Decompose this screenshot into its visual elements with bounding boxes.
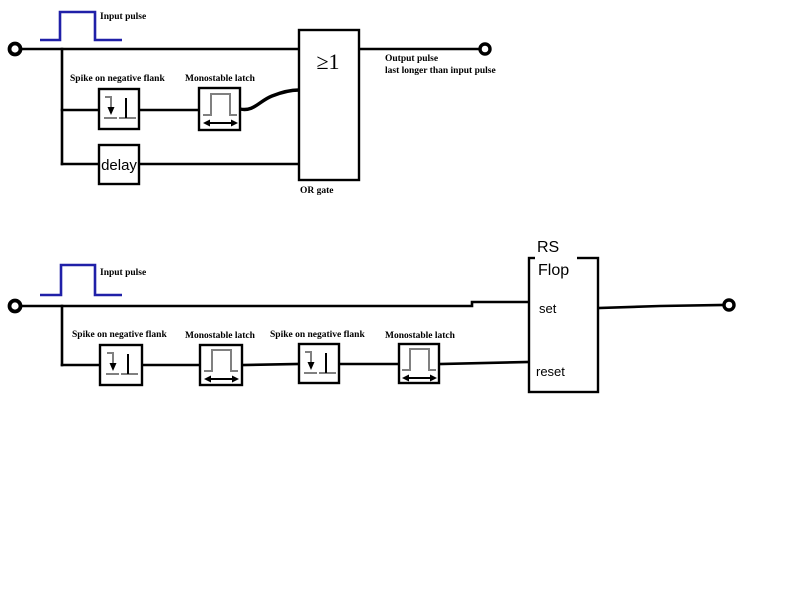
rs-set-input-label: set [539, 301, 557, 316]
mono2-label: Monostable latch [385, 331, 456, 341]
input-terminal-icon [7, 298, 23, 314]
output-terminal-icon [478, 42, 492, 56]
or-gate-label: OR gate [300, 186, 334, 196]
wire-mono1-to-spike2 [240, 362, 301, 367]
curved-wire-mono-to-or [238, 88, 301, 112]
rs-flop-title-line1: RS [537, 239, 559, 256]
wire-mono2-to-reset [437, 360, 531, 366]
rs-reset-input-label: reset [536, 364, 565, 379]
output-caption-line1: Output pulse [385, 54, 438, 64]
or-gate-block [297, 28, 361, 182]
main-input-wire-to-set [19, 300, 531, 308]
delay-block-label: delay [101, 157, 137, 174]
input-terminal-icon [7, 41, 23, 57]
input-pulse-waveform [40, 263, 122, 297]
delay-block [97, 143, 141, 186]
monostable-block-label: Monostable latch [185, 74, 256, 84]
rs-flop-block [527, 256, 600, 394]
mono1-label: Monostable latch [185, 331, 256, 341]
rs-flop-title-line2: Flop [538, 262, 569, 279]
output-terminal-icon [722, 298, 736, 312]
spike1-label: Spike on negative flank [72, 330, 167, 340]
rs-title-whiteout [535, 256, 577, 276]
spike2-label: Spike on negative flank [270, 330, 365, 340]
rs-output-wire [596, 303, 726, 310]
spike-on-negative-flank-block-2 [297, 342, 341, 385]
or-gate-symbol: ≥1 [316, 49, 339, 74]
input-pulse-label: Input pulse [100, 12, 146, 22]
bottom-diagram-rs-flop: Input pulse Spike on negative flank Mono… [7, 239, 736, 394]
top-diagram-pulse-stretcher: Input pulse Spike on negative flank Mono… [7, 10, 496, 196]
spike-on-negative-flank-block-1 [98, 343, 144, 387]
output-caption-line2: last longer than input pulse [385, 66, 496, 76]
input-pulse-label: Input pulse [100, 268, 146, 278]
spike-block-label: Spike on negative flank [70, 74, 165, 84]
input-pulse-waveform [40, 10, 122, 42]
spike-on-negative-flank-block [97, 87, 141, 131]
